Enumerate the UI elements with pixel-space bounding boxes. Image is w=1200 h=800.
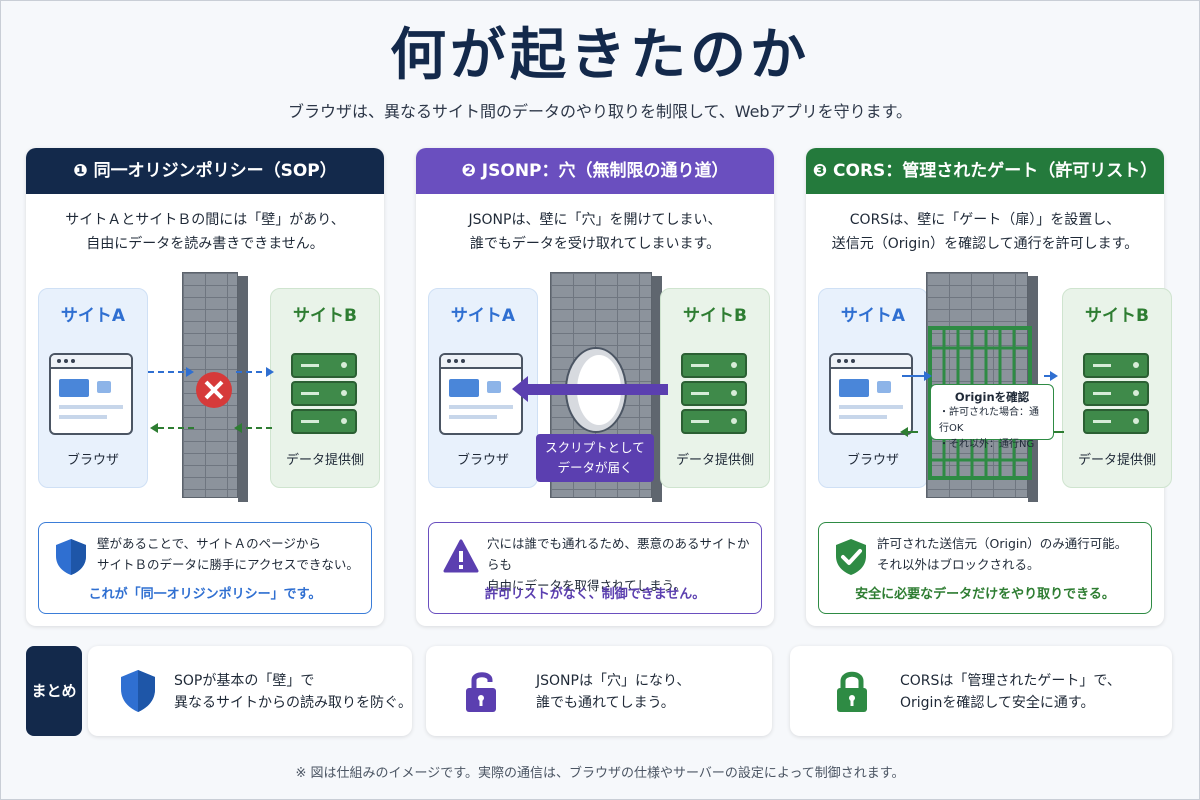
panel-heading: ❸ CORS：管理されたゲート（許可リスト） [806, 148, 1164, 194]
sop-arrows [148, 367, 274, 433]
desc-line: 自由にデータを読み書きできません。 [86, 236, 324, 252]
summary-line: Originを確認して安全に通す。 [900, 695, 1095, 711]
panel-note: 許可された送信元（Origin）のみ通行可能。 それ以外はブロックされる。 安全… [818, 522, 1152, 614]
site-a-label: サイトA [840, 306, 906, 326]
shield-icon [121, 670, 155, 712]
site-b-box: サイトB データ提供側 [1062, 288, 1172, 488]
panel-heading: ❷ JSONP：穴（無制限の通り道） [416, 148, 774, 194]
site-a-sub: ブラウザ [66, 453, 119, 468]
server-icon [291, 353, 357, 435]
summary-tag: まとめ [26, 646, 82, 736]
note-line: サイトＢのデータに勝手にアクセスできない。 [97, 557, 359, 572]
panel-note: 穴には誰でも通れるため、悪意のあるサイトからも 自由にデータを取得されてしまう。… [428, 522, 762, 614]
page-title: 何が起きたのか [390, 23, 810, 88]
desc-line: 誰でもデータを受け取れてしまいます。 [469, 236, 721, 252]
site-a-box: サイトA ブラウザ [818, 288, 928, 488]
summary-text: SOPが基本の「壁」で 異なるサイトからの読み取りを防ぐ。 [174, 670, 412, 714]
note-text: 許可された送信元（Origin）のみ通行可能。 それ以外はブロックされる。 [877, 533, 1127, 575]
callout-line: データが届く [557, 460, 633, 475]
panel-jsonp: ❷ JSONP：穴（無制限の通り道） JSONPは、壁に「穴」を開けてしまい、 … [416, 148, 774, 626]
panel-note: 壁があることで、サイトＡのページから サイトＢのデータに勝手にアクセスできない。… [38, 522, 372, 614]
check-shield-icon [836, 539, 866, 575]
browser-window-icon [49, 353, 133, 435]
desc-line: CORSは、壁に「ゲート（扉）」を設置し、 [849, 212, 1121, 228]
browser-window-icon [439, 353, 523, 435]
site-b-label: サイトB [1085, 306, 1149, 326]
desc-line: 送信元（Origin）を確認して通行を許可します。 [831, 236, 1139, 252]
panel-sop: ❶ 同一オリジンポリシー（SOP） サイトＡとサイトＢの間には「壁」があり、 自… [26, 148, 384, 626]
note-line: 壁があることで、サイトＡのページから [97, 536, 321, 551]
locked-padlock-icon [837, 671, 867, 712]
wall-side [238, 276, 248, 502]
site-b-sub: データ提供側 [675, 453, 754, 468]
site-b-label: サイトB [293, 306, 357, 326]
summary-card-cors: CORSは「管理されたゲート」で、 Originを確認して安全に通す。 [790, 646, 1172, 736]
panel-description: CORSは、壁に「ゲート（扉）」を設置し、 送信元（Origin）を確認して通行… [806, 208, 1164, 256]
site-a-label: サイトA [450, 306, 516, 326]
summary-text: CORSは「管理されたゲート」で、 Originを確認して安全に通す。 [900, 670, 1121, 714]
summary-card-jsonp: JSONPは「穴」になり、 誰でも通れてしまう。 [426, 646, 772, 736]
callout-line: スクリプトとして [545, 440, 645, 455]
site-a-box: サイトA ブラウザ [38, 288, 148, 488]
origin-check-line: ・許可された場合：通行OK [939, 407, 1039, 434]
callout-box: スクリプトとして データが届く [536, 434, 654, 482]
note-emphasis: 安全に必要なデータだけをやり取りできる。 [855, 587, 1115, 602]
site-b-box: サイトB データ提供側 [660, 288, 770, 488]
summary-line: SOPが基本の「壁」で [174, 673, 315, 689]
summary-line: CORSは「管理されたゲート」で、 [900, 673, 1121, 689]
summary-text: JSONPは「穴」になり、 誰でも通れてしまう。 [536, 670, 690, 714]
warning-icon [443, 539, 479, 573]
panel-description: サイトＡとサイトＢの間には「壁」があり、 自由にデータを読み書きできません。 [26, 208, 384, 256]
note-line: 自由にデータを取得されてしまう。 [487, 578, 686, 593]
browser-window-icon [829, 353, 913, 435]
note-text: 穴には誰でも通れるため、悪意のあるサイトからも 自由にデータを取得されてしまう。 [487, 533, 761, 596]
desc-line: サイトＡとサイトＢの間には「壁」があり、 [65, 212, 345, 228]
server-icon [681, 353, 747, 435]
summary-line: 異なるサイトからの読み取りを防ぐ。 [174, 695, 412, 711]
site-a-sub: ブラウザ [846, 453, 899, 468]
desc-line: JSONPは、壁に「穴」を開けてしまい、 [468, 212, 722, 228]
purple-arrow [528, 384, 668, 395]
jsonp-hole-diagram [512, 347, 668, 433]
summary-line: 誰でも通れてしまう。 [536, 695, 675, 711]
site-b-sub: データ提供側 [285, 453, 364, 468]
summary-line: JSONPは「穴」になり、 [536, 673, 691, 689]
note-line: それ以外はブロックされる。 [877, 557, 1040, 572]
panel-description: JSONPは、壁に「穴」を開けてしまい、 誰でもデータを受け取れてしまいます。 [416, 208, 774, 256]
summary-card-sop: SOPが基本の「壁」で 異なるサイトからの読み取りを防ぐ。 [88, 646, 412, 736]
note-text: 壁があることで、サイトＡのページから サイトＢのデータに勝手にアクセスできない。 [97, 533, 359, 575]
panel-heading: ❶ 同一オリジンポリシー（SOP） [26, 148, 384, 194]
site-b-sub: データ提供側 [1077, 453, 1156, 468]
origin-check-box: Originを確認 ・許可された場合：通行OK ・それ以外：通行NG [930, 384, 1054, 450]
site-b-box: サイトB データ提供側 [270, 288, 380, 488]
site-a-sub: ブラウザ [456, 453, 509, 468]
footnote: ※ 図は仕組みのイメージです。実際の通信は、ブラウザの仕様やサーバーの設定によっ… [295, 766, 905, 781]
note-emphasis: これが「同一オリジンポリシー」です。 [88, 587, 322, 602]
unlocked-padlock-icon [466, 672, 496, 712]
site-b-label: サイトB [683, 306, 747, 326]
site-a-label: サイトA [60, 306, 126, 326]
origin-check-line: ・それ以外：通行NG [939, 439, 1035, 450]
note-line: 穴には誰でも通れるため、悪意のあるサイトからも [487, 536, 750, 572]
shield-icon [56, 539, 86, 575]
note-emphasis: 許可リストがなく、制御できません。 [484, 587, 706, 602]
origin-check-title: Originを確認 [954, 390, 1030, 404]
page-subtitle: ブラウザは、異なるサイト間のデータのやり取りを制限して、Webアプリを守ります。 [287, 102, 912, 121]
note-line: 許可された送信元（Origin）のみ通行可能。 [877, 536, 1128, 551]
panel-cors: ❸ CORS：管理されたゲート（許可リスト） CORSは、壁に「ゲート（扉）」を… [806, 148, 1172, 626]
server-icon [1083, 353, 1149, 435]
